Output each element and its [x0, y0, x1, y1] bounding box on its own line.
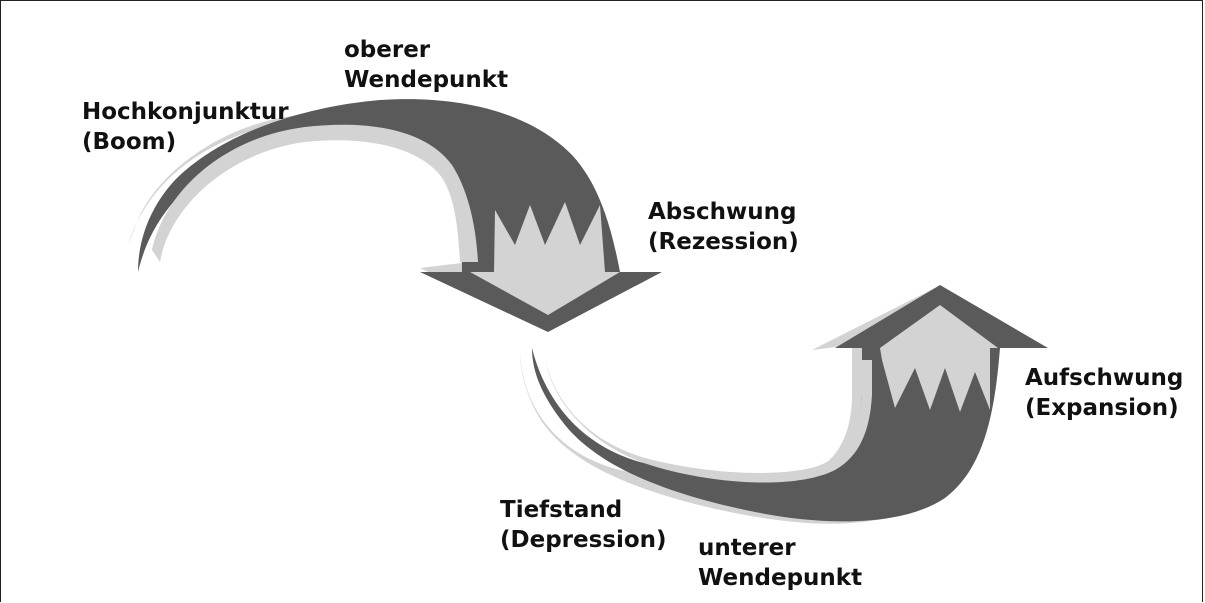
lower-arc-highlight: [545, 360, 872, 483]
lower-arc-body: [532, 285, 1048, 522]
label-expansion: Aufschwung (Expansion): [1025, 365, 1184, 421]
upper-arrowhead-highlight: [470, 202, 620, 315]
label-upper-turning-point: oberer Wendepunkt: [344, 37, 509, 93]
label-lower-turning-point: unterer Wendepunkt: [698, 535, 863, 591]
lower-arrowhead-highlight: [880, 305, 998, 412]
upper-arc-highlight: [152, 124, 478, 262]
label-boom: Hochkonjunktur (Boom): [82, 99, 289, 155]
lower-arc-arrow: [520, 285, 1048, 524]
label-recession: Abschwung (Rezession): [648, 199, 799, 255]
label-depression: Tiefstand (Depression): [500, 497, 667, 553]
upper-arc-arrow: [128, 99, 662, 332]
upper-arc-teeth-left: [182, 215, 252, 272]
lower-arc-teeth-left: [568, 348, 636, 398]
